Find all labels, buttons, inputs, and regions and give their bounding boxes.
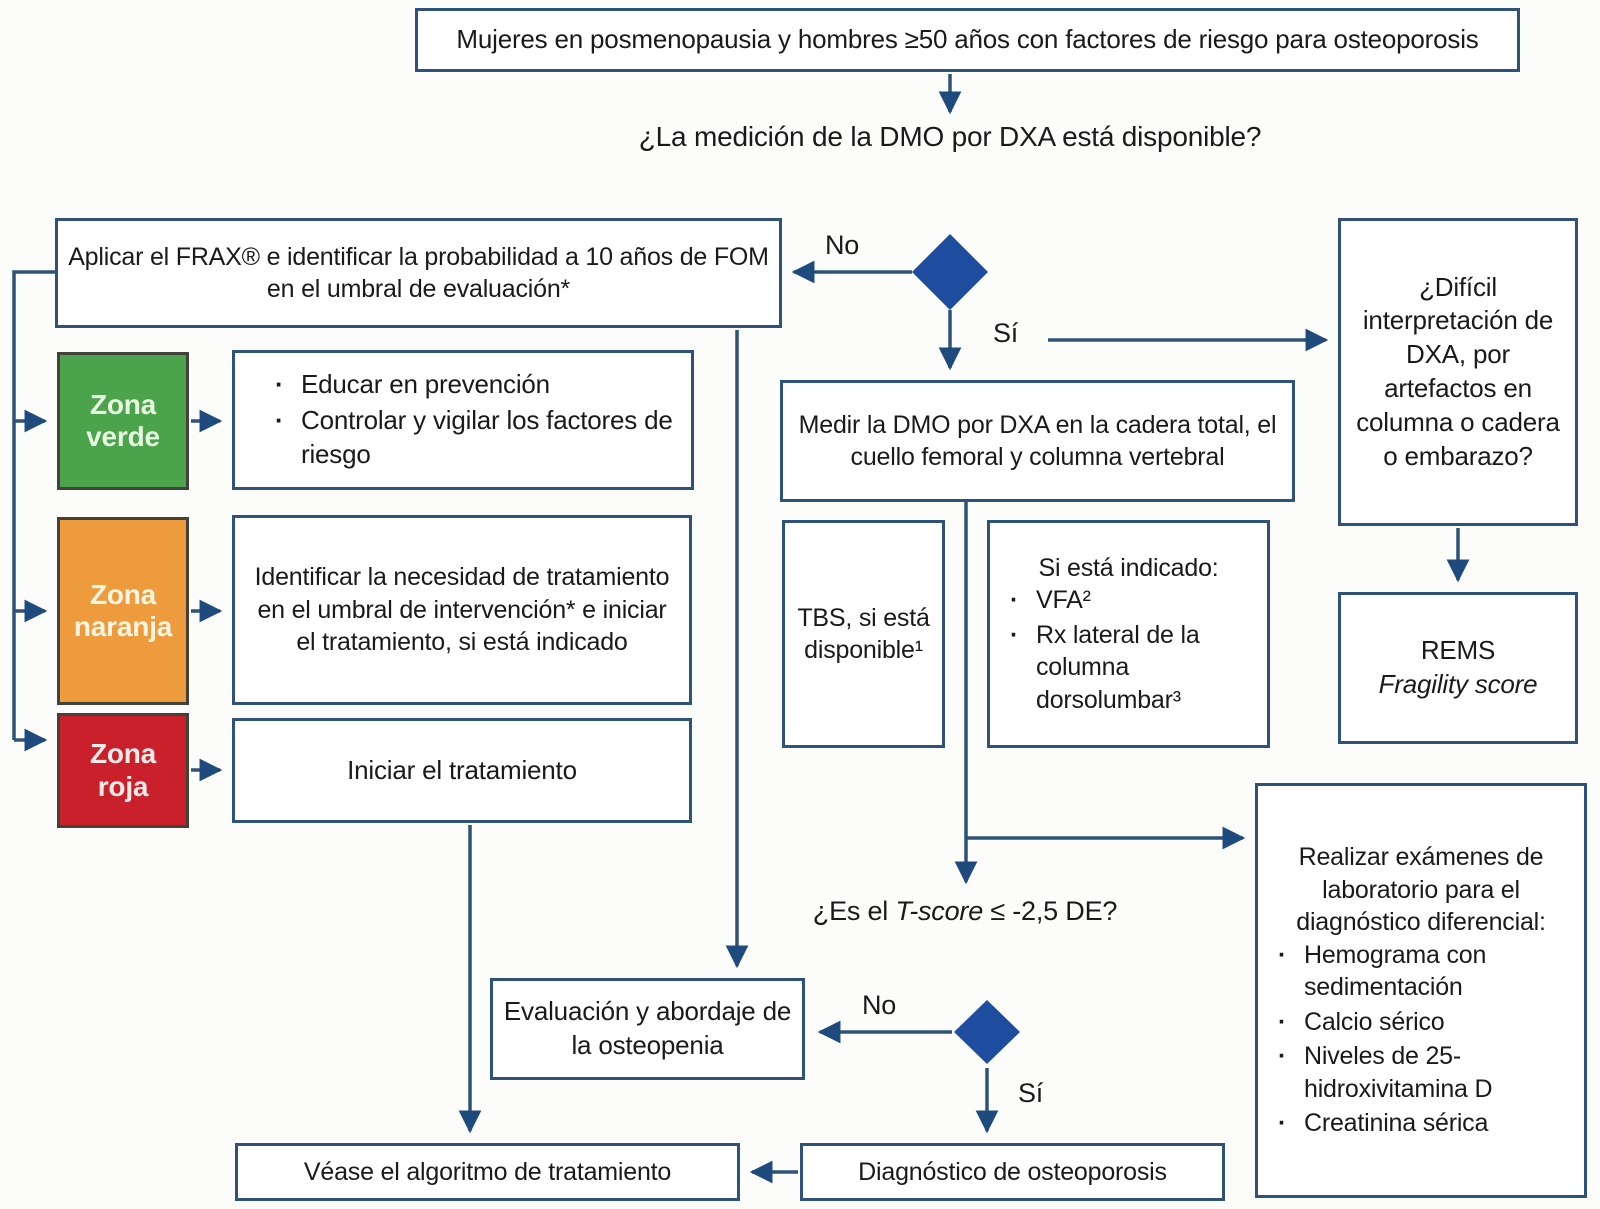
list-item: Educar en prevención [265,368,681,402]
node-rems-fragility-score: REMS Fragility score [1338,592,1578,744]
list-item: Creatinina sérica [1268,1107,1574,1140]
edge-label-si-dxa: Sí [993,318,1019,348]
node-zona-naranja-actions: Identificar la necesidad de tratamiento … [232,515,692,705]
node-examenes-laboratorio: Realizar exámenes de laboratorio para el… [1255,783,1587,1198]
list-item: Rx lateral de la columna dorsolumbar³ [1000,619,1257,717]
decision-diamond-dxa [912,234,988,310]
zone-verde-badge: Zona verde [57,352,189,490]
list-item: VFA² [1000,584,1257,617]
node-tbs: TBS, si está disponible¹ [782,520,945,748]
zone-naranja-badge: Zona naranja [57,517,189,705]
node-indicado-header: Si está indicado: [1038,553,1219,582]
list-item: Niveles de 25-hidroxivitamina D [1268,1040,1574,1105]
node-dificil-interpretacion: ¿Difícil interpretación de DXA, por arte… [1338,218,1578,526]
rems-title: REMS [1420,635,1496,666]
question-tscore: ¿Es el T-score ≤ -2,5 DE? [812,896,1118,926]
list-item: Controlar y vigilar los factores de ries… [265,404,681,472]
node-zona-verde-actions: Educar en prevención Controlar y vigilar… [232,350,694,490]
bracket-frax-to-zones [12,270,55,740]
node-medir-dmo: Medir la DMO por DXA en la cadera total,… [780,380,1295,502]
node-diagnostico-osteoporosis: Diagnóstico de osteoporosis [800,1143,1225,1201]
node-start-population: Mujeres en posmenopausia y hombres ≥50 a… [415,8,1520,72]
decision-diamond-tscore [954,1000,1020,1064]
edge-label-no-dxa: No [825,230,860,260]
zone-roja-badge: Zona roja [57,713,189,828]
node-si-esta-indicado: Si está indicado: VFA² Rx lateral de la … [987,520,1270,748]
node-realizar-header: Realizar exámenes de laboratorio para el… [1296,843,1546,937]
edge-label-no-tscore: No [862,990,897,1020]
list-item: Calcio sérico [1268,1006,1574,1039]
node-zona-roja-actions: Iniciar el tratamiento [232,718,692,823]
node-frax-text: Aplicar el FRAX® e identificar la probab… [68,242,769,304]
list-item: Hemograma con sedimentación [1268,939,1574,1004]
node-start-text: Mujeres en posmenopausia y hombres ≥50 a… [456,24,1479,55]
rems-subtitle: Fragility score [1378,669,1538,699]
node-evaluacion-osteopenia: Evaluación y abordaje de la osteopenia [490,978,805,1080]
edge-label-si-tscore: Sí [1018,1078,1044,1108]
node-frax: Aplicar el FRAX® e identificar la probab… [55,218,782,328]
question-dxa-available: ¿La medición de la DMO por DXA está disp… [638,121,1262,152]
node-vease-algoritmo: Véase el algoritmo de tratamiento [235,1143,740,1201]
